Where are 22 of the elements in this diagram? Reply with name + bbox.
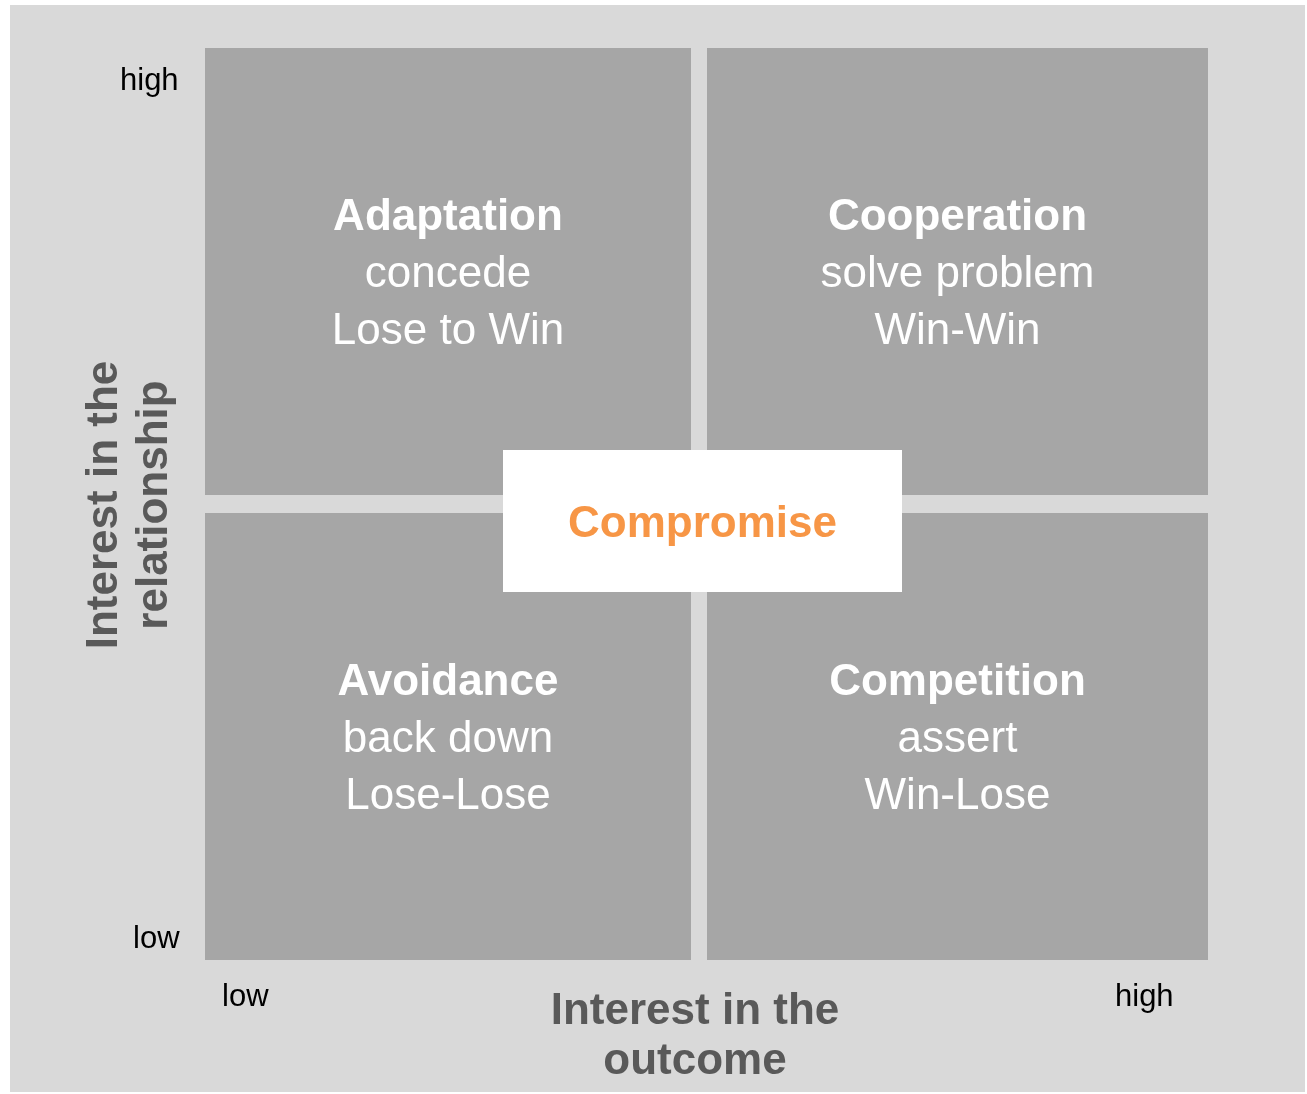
quadrant-text: Win-Lose xyxy=(864,768,1051,820)
quadrant-text: back down xyxy=(342,711,554,763)
quadrant-box xyxy=(707,48,1208,495)
quadrant-text: Lose to Win xyxy=(331,303,565,355)
quadrant-text: solve problem xyxy=(820,246,1095,298)
axis-tick-label: low xyxy=(222,978,269,1014)
axis-tick-label: high xyxy=(1115,978,1174,1014)
quadrant-text: Lose-Lose xyxy=(345,768,551,820)
quadrant-title: Adaptation xyxy=(333,189,563,241)
quadrant-text: Win-Win xyxy=(874,303,1041,355)
axis-tick-label: high xyxy=(120,62,179,98)
center-title: Compromise xyxy=(568,495,837,548)
axis-title: Interest in the relationship xyxy=(77,359,177,652)
quadrant-text: assert xyxy=(897,711,1018,763)
axis-tick-label: low xyxy=(133,920,180,956)
quadrant-title: Avoidance xyxy=(337,654,559,706)
quadrant-text: concede xyxy=(364,246,532,298)
center-box xyxy=(503,450,902,592)
quadrant-title: Cooperation xyxy=(827,189,1088,241)
quadrant-box xyxy=(205,48,691,495)
quadrant-title: Competition xyxy=(829,654,1086,706)
axis-title: Interest in the outcome xyxy=(549,984,841,1084)
